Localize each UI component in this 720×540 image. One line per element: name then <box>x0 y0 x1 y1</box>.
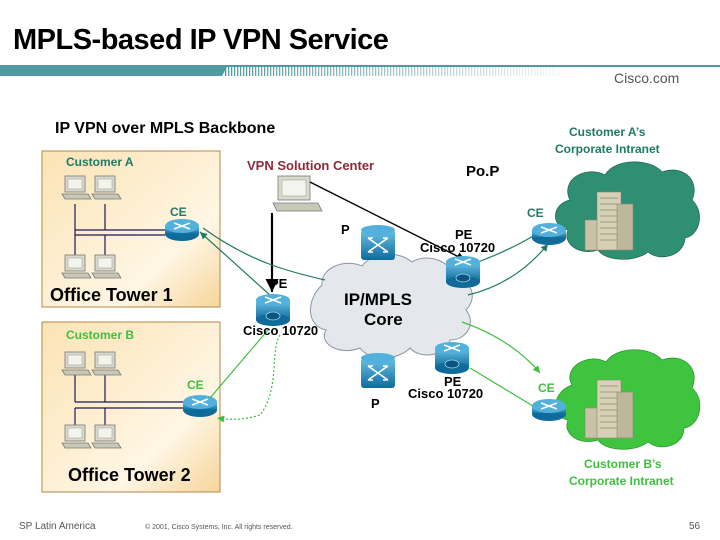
p-router-top-icon <box>360 224 396 261</box>
office-tower-1-label: Office Tower 1 <box>50 285 173 305</box>
p-label-top: P <box>341 222 350 237</box>
link-b-core-to-ce <box>461 321 541 374</box>
office-tower-2-label: Office Tower 2 <box>68 465 191 485</box>
customer-b-label: Customer B <box>66 328 135 342</box>
cisco-brand: Cisco.com <box>614 70 680 86</box>
intranet-b-title-line1: Customer B’s <box>584 457 662 471</box>
ce-label-tower-2: CE <box>187 378 204 392</box>
ce-label-intranet-a: CE <box>527 206 544 220</box>
header-banner <box>0 65 720 76</box>
footer-copyright: © 2001, Cisco Systems, Inc. All rights r… <box>145 524 293 531</box>
pe-right-top-role-label: PE <box>455 227 473 242</box>
link-a-core-to-ce <box>467 243 549 296</box>
footer-left: SP Latin America <box>19 521 96 532</box>
core-label-line2: Core <box>364 310 403 329</box>
intranet-a-title-line2: Corporate Intranet <box>555 142 660 156</box>
p-router-bottom-icon <box>360 352 396 389</box>
customer-a-label: Customer A <box>66 155 134 169</box>
ce-label-tower-1: CE <box>170 205 187 219</box>
pe-right-bottom-model-label: Cisco 10720 <box>408 386 484 401</box>
intranet-a-title-line1: Customer A’s <box>569 125 646 139</box>
p-label-bottom: P <box>371 396 380 411</box>
ce-router-b-icon <box>182 394 218 418</box>
pop-label: Po.P <box>466 163 500 180</box>
ce-router-a-icon <box>164 218 200 242</box>
pe-right-bottom-role-label: PE <box>444 374 462 389</box>
link-a-ce-to-core <box>202 227 326 281</box>
link-b-pe-left-to-ce <box>216 334 281 423</box>
intranet-b-title-line2: Corporate Intranet <box>569 474 674 488</box>
slide-title: MPLS-based IP VPN Service <box>13 24 389 56</box>
pe-router-left-icon <box>255 293 291 327</box>
pe-router-right-top-icon <box>445 255 481 289</box>
ce-router-intranet-b-icon <box>531 398 567 422</box>
ce-router-intranet-a-icon <box>531 222 567 246</box>
page-number: 56 <box>689 521 701 532</box>
ce-label-intranet-b: CE <box>538 381 555 395</box>
pe-router-right-bottom-icon <box>434 341 470 375</box>
lan-wiring-tower-2 <box>74 372 188 440</box>
link-a-ce-to-pe-left <box>199 231 272 297</box>
link-b-pe-right-to-ce <box>469 367 534 407</box>
vpn-solution-center-label: VPN Solution Center <box>247 158 375 173</box>
core-label-line1: IP/MPLS <box>344 290 413 309</box>
lan-wiring-tower-1 <box>74 204 165 270</box>
pe-left-role-label: PE <box>270 276 288 291</box>
vpn-solution-center-pc-icon <box>272 175 323 212</box>
mgmt-link-right-pe <box>309 181 466 261</box>
pe-left-model-label: Cisco 10720 <box>243 323 319 338</box>
link-b-ce-to-pe-left <box>209 329 269 399</box>
pe-right-top-model-label: Cisco 10720 <box>420 240 496 255</box>
diagram-subtitle: IP VPN over MPLS Backbone <box>55 120 276 137</box>
